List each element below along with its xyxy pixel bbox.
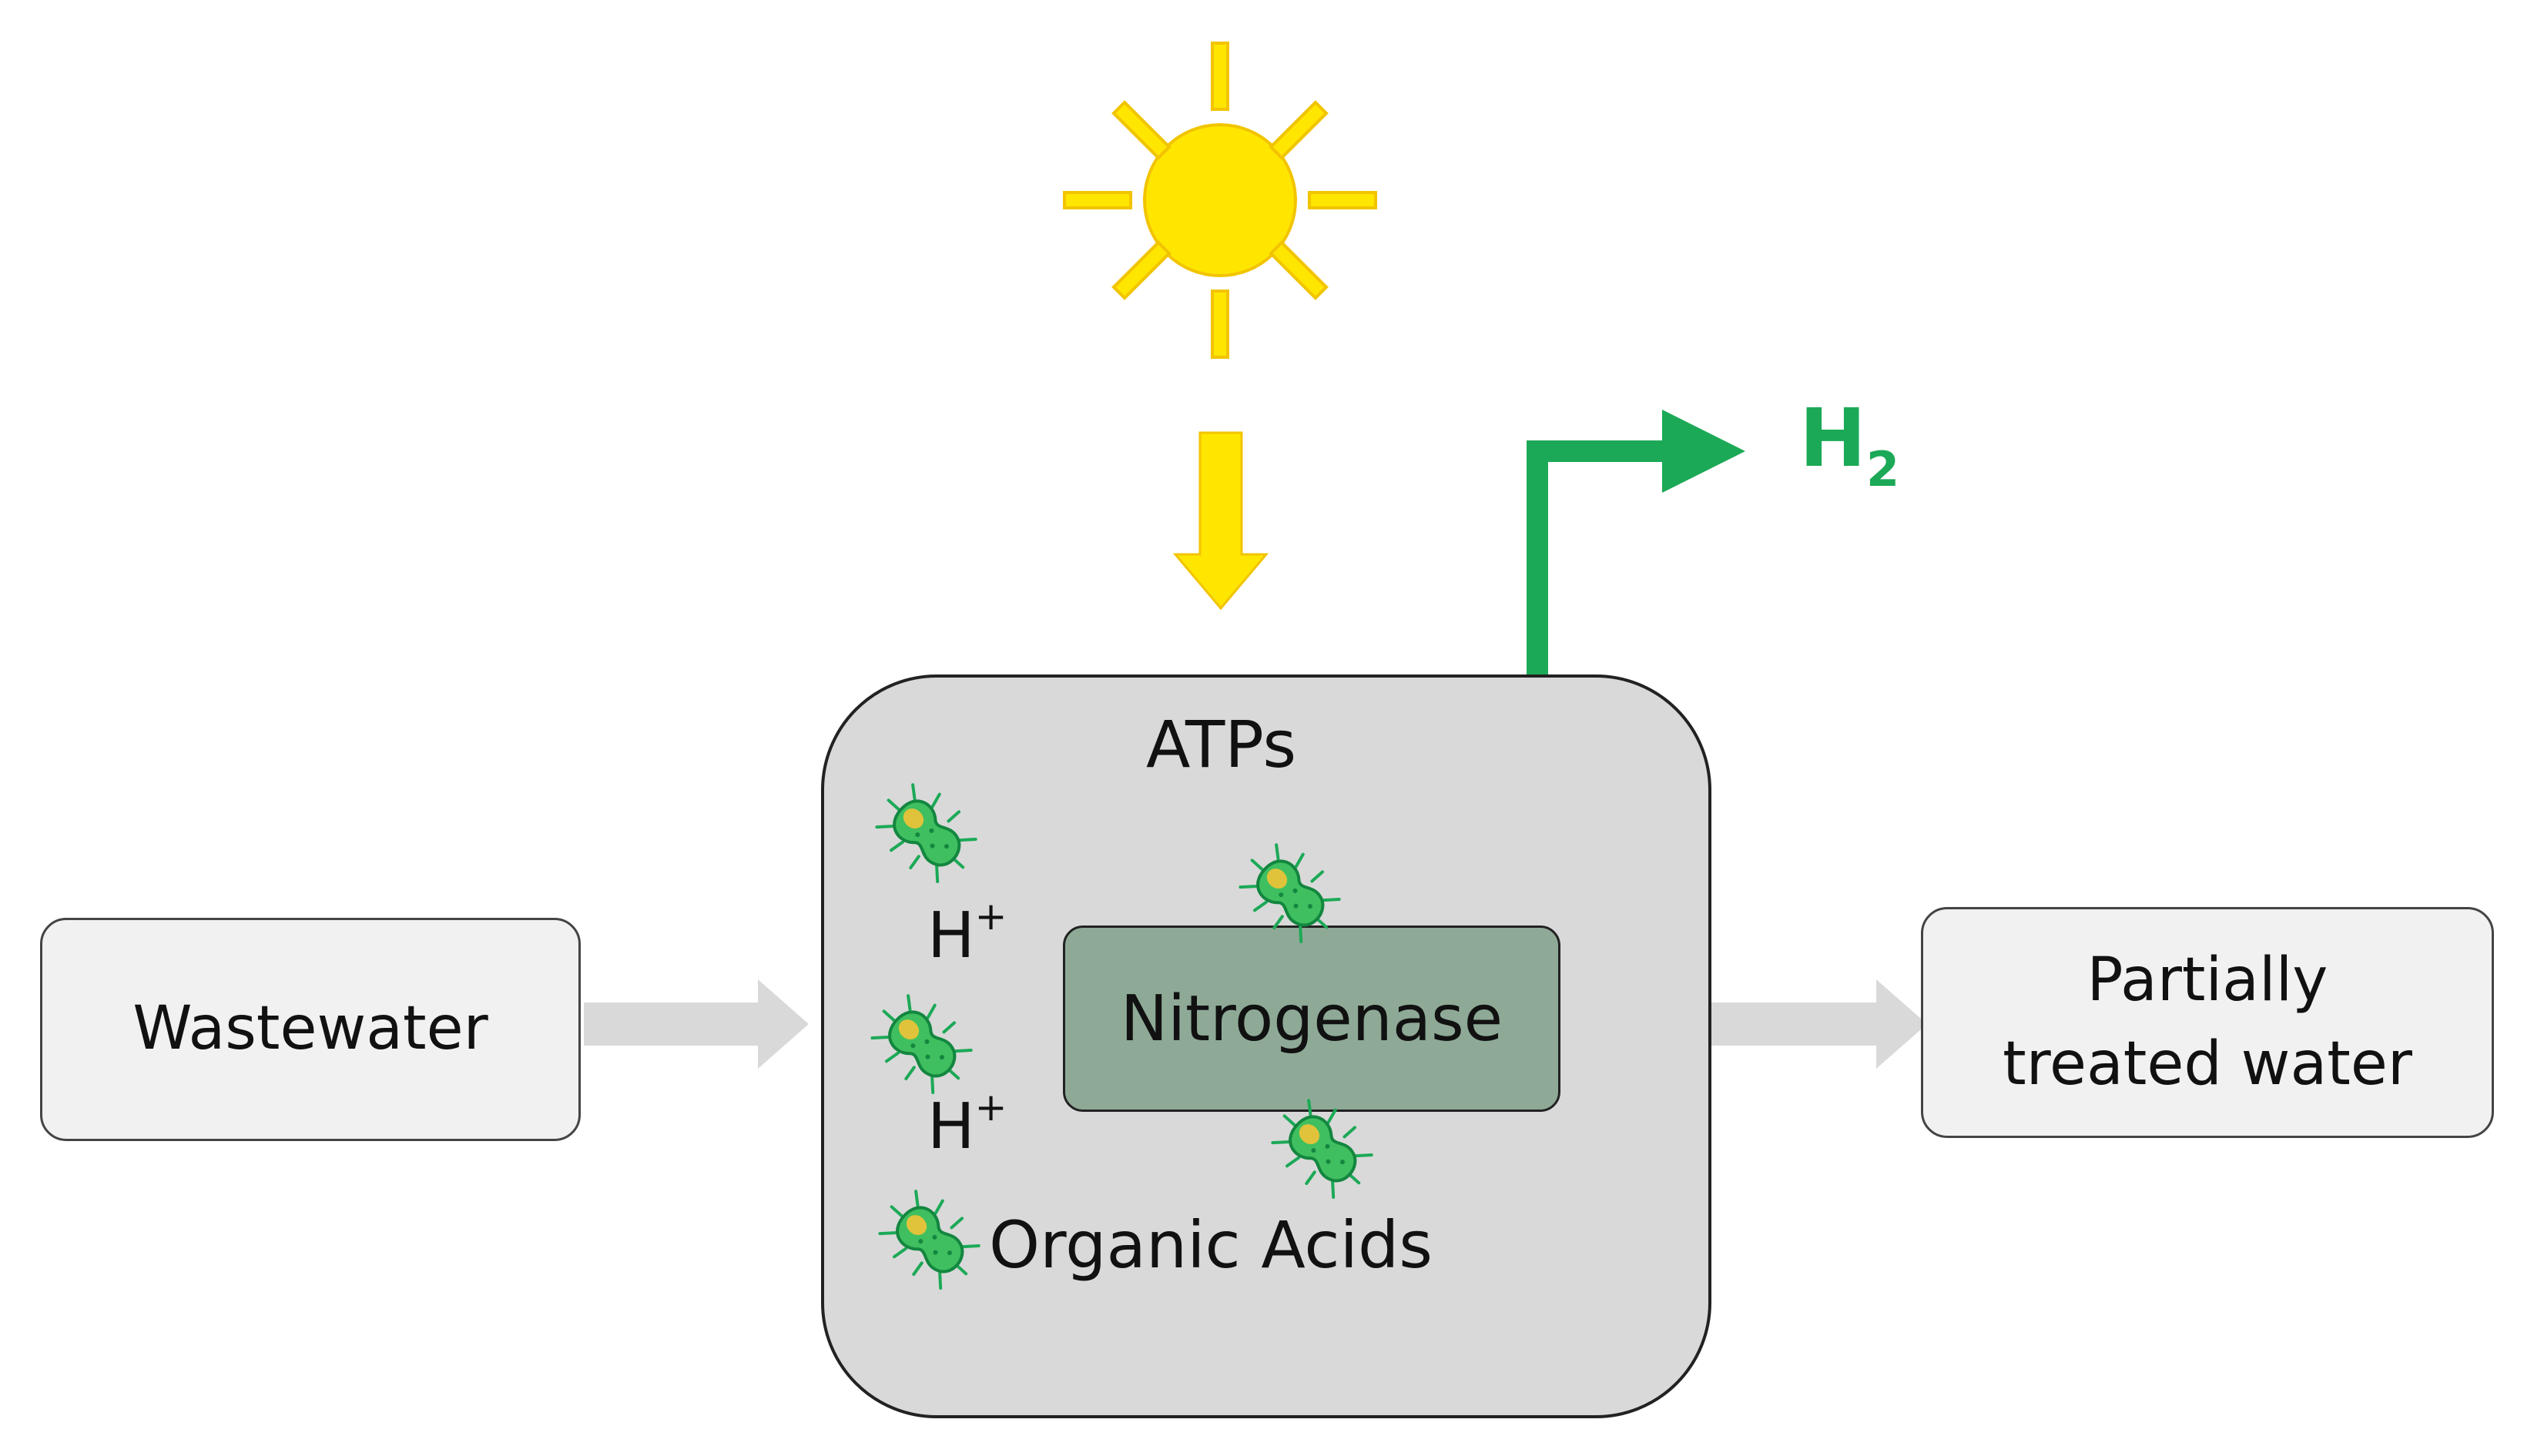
atps-label: ATPs [1146,707,1297,782]
nitrogenase-box: Nitrogenase [1063,925,1560,1112]
hydrogen-arrow [1527,410,1745,687]
light-arrow [1172,431,1269,611]
inflow-arrow [584,979,809,1069]
hydrogen-label: H2 [1799,391,1900,497]
wastewater-label: Wastewater [132,994,488,1064]
treated-water-label: Partially treated water [2003,945,2412,1099]
sun-icon [1063,42,1377,359]
proton-label: H+ [927,1084,1007,1163]
proton-label: H+ [927,893,1007,972]
organic-acids-label: Organic Acids [989,1207,1433,1283]
nitrogenase-label: Nitrogenase [1120,982,1503,1056]
outflow-arrow [1711,979,1927,1069]
wastewater-box: Wastewater [40,918,581,1141]
treated-water-box: Partially treated water [1921,907,2494,1138]
